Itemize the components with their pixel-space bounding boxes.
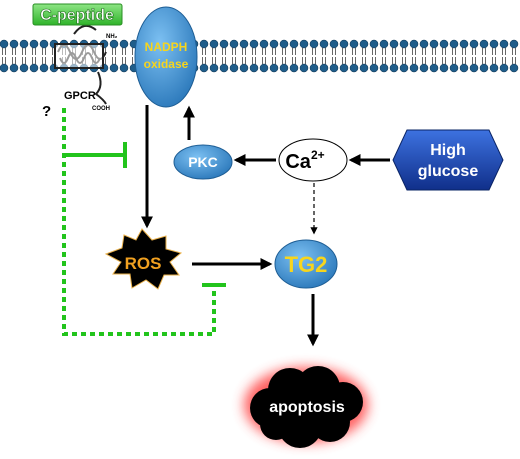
nh2-label: NH₂	[106, 34, 118, 40]
calcium-charge: 2+	[311, 148, 325, 162]
high-label: High	[430, 142, 466, 159]
calcium-label: Ca2+	[285, 148, 324, 173]
nadph-label: NADPH	[145, 40, 188, 54]
question-mark: ?	[42, 103, 51, 120]
inhibit-path-dotted	[62, 108, 216, 336]
high-glucose-node	[392, 129, 504, 191]
apoptosis-label: apoptosis	[269, 399, 345, 416]
cooh-label: COOH	[92, 106, 110, 112]
calcium-node	[278, 138, 348, 182]
c-peptide-label: C-peptide	[40, 7, 114, 24]
nadph-oxidase-node	[134, 6, 198, 108]
ros-label: ROS	[125, 254, 162, 273]
oxidase-label: oxidase	[144, 57, 189, 71]
pkc-label: PKC	[188, 154, 218, 170]
c-peptide-box	[32, 3, 123, 26]
glucose-label: glucose	[418, 163, 479, 180]
pkc-node	[173, 144, 233, 180]
calcium-base: Ca	[285, 151, 311, 173]
gpcr-receptor	[54, 24, 107, 105]
apoptosis-node	[244, 366, 368, 448]
tg2-node	[274, 239, 338, 289]
ros-burst	[104, 228, 183, 290]
tg2-label: TG2	[285, 252, 328, 277]
gpcr-label: GPCR	[64, 90, 96, 102]
